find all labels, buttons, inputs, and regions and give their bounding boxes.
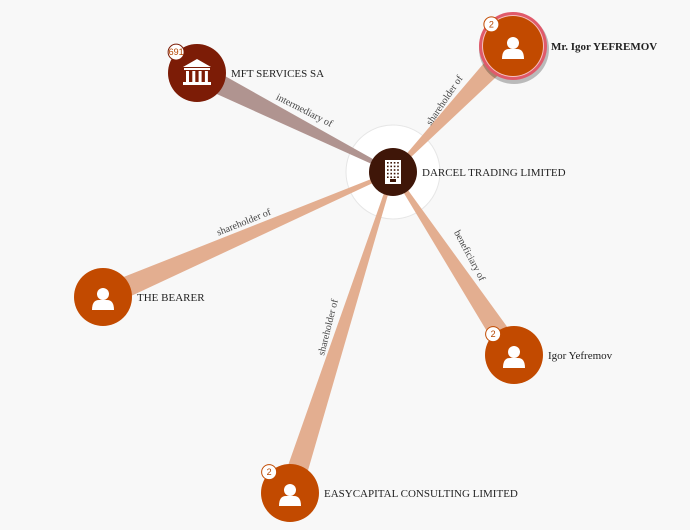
bank-icon xyxy=(183,59,211,85)
node-badge: 2 xyxy=(483,16,500,33)
person-icon xyxy=(279,484,301,506)
person-icon xyxy=(503,346,525,368)
edge-line[interactable] xyxy=(279,171,395,497)
building-icon xyxy=(385,160,401,184)
edge-line[interactable] xyxy=(192,63,394,174)
badge-count: 2 xyxy=(491,329,496,339)
badge-count: 2 xyxy=(489,19,494,29)
person-icon xyxy=(92,288,114,310)
edge-line[interactable] xyxy=(391,171,524,362)
node-badge: 2 xyxy=(261,464,278,481)
node-darcel[interactable]: DARCEL TRADING LIMITED xyxy=(369,148,566,196)
node-label[interactable]: THE BEARER xyxy=(137,292,205,304)
edge-bearer-darcel[interactable]: shareholder of xyxy=(98,170,394,308)
node-label[interactable]: MFT SERVICES SA xyxy=(231,68,324,80)
node-igor_top[interactable]: 2Mr. Igor YEFREMOV xyxy=(479,12,657,84)
node-label[interactable]: Igor Yefremov xyxy=(548,350,613,362)
badge-count: 2 xyxy=(267,467,272,477)
node-badge: 691 xyxy=(167,43,185,61)
edge-easycap-darcel[interactable]: shareholder of xyxy=(279,171,395,497)
badge-count: 691 xyxy=(169,47,184,57)
node-label[interactable]: DARCEL TRADING LIMITED xyxy=(422,167,566,179)
edge-line[interactable] xyxy=(391,38,521,174)
node-label[interactable]: EASYCAPITAL CONSULTING LIMITED xyxy=(324,488,518,500)
node-label[interactable]: Mr. Igor YEFREMOV xyxy=(551,41,657,53)
node-badge: 2 xyxy=(485,326,502,343)
node-bearer[interactable]: THE BEARER xyxy=(74,268,205,326)
person-icon xyxy=(502,37,524,59)
node-circle[interactable] xyxy=(168,44,226,102)
edge-line[interactable] xyxy=(98,170,394,308)
